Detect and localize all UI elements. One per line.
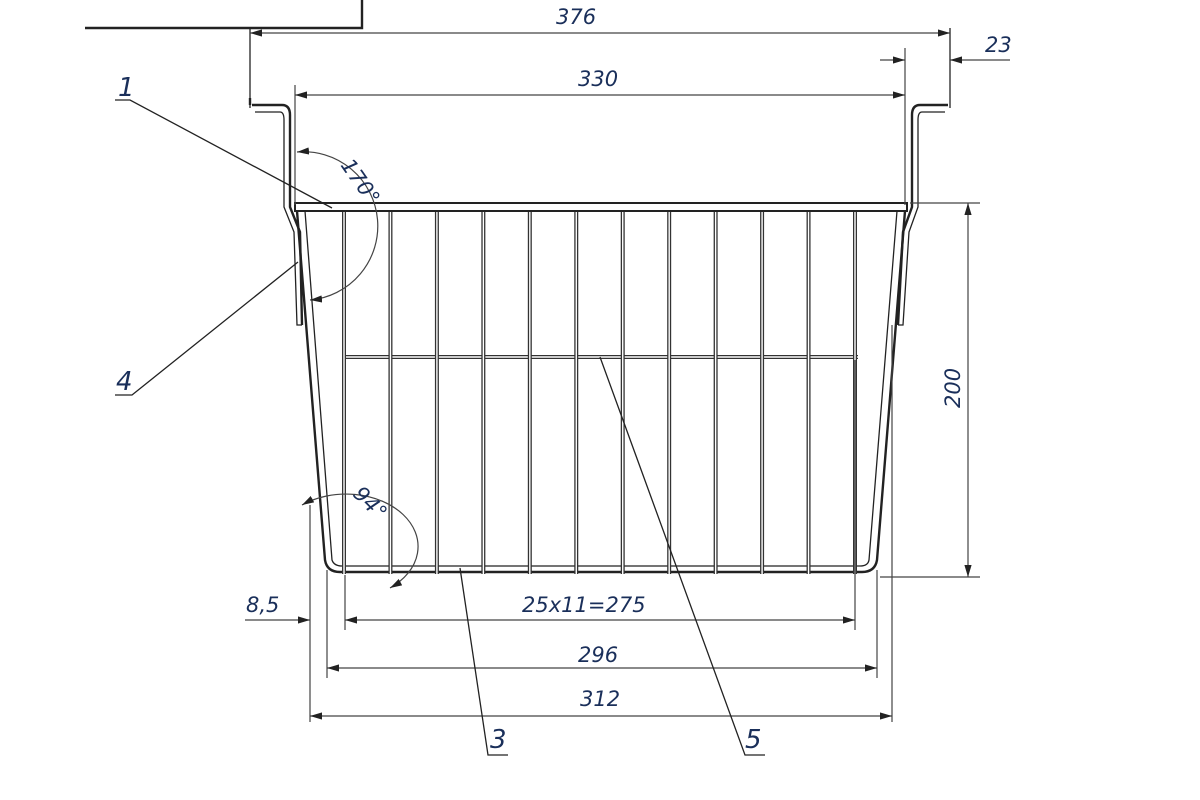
- callout-1: 1: [115, 73, 333, 209]
- dimension-8-5-and-275: 8,5 25x11=275: [245, 360, 856, 722]
- dim-label: 200: [941, 368, 965, 408]
- title-block-frame: [85, 0, 364, 30]
- dim-label: 330: [578, 67, 618, 91]
- left-hook-inner: [255, 111, 302, 326]
- dimension-23: 23: [880, 33, 1012, 205]
- dim-label: 23: [985, 33, 1012, 57]
- dimension-312: 312: [310, 325, 893, 722]
- callout-number: 4: [116, 367, 133, 397]
- dim-label: 94°: [348, 482, 391, 525]
- dim-label: 296: [578, 643, 618, 667]
- right-hook: [896, 103, 948, 326]
- dim-label: 312: [580, 687, 620, 711]
- dimension-296: 296: [326, 570, 878, 678]
- dim-label: 170°: [336, 154, 385, 209]
- callout-3: 3: [459, 567, 508, 756]
- callout-4: 4: [115, 261, 299, 397]
- right-hook-inner: [898, 111, 945, 326]
- dim-label: 376: [556, 5, 596, 29]
- callout-number: 5: [745, 725, 762, 755]
- dimension-330: 330: [294, 67, 905, 205]
- dimension-376: 376: [250, 5, 950, 37]
- callout-5: 5: [599, 356, 765, 756]
- dim-label: 25x11=275: [522, 593, 646, 617]
- basket-body: [294, 202, 908, 574]
- dim-label: 8,5: [246, 593, 279, 617]
- callout-number: 1: [118, 73, 135, 103]
- callout-number: 3: [490, 725, 507, 755]
- dimension-200: 200: [880, 202, 980, 578]
